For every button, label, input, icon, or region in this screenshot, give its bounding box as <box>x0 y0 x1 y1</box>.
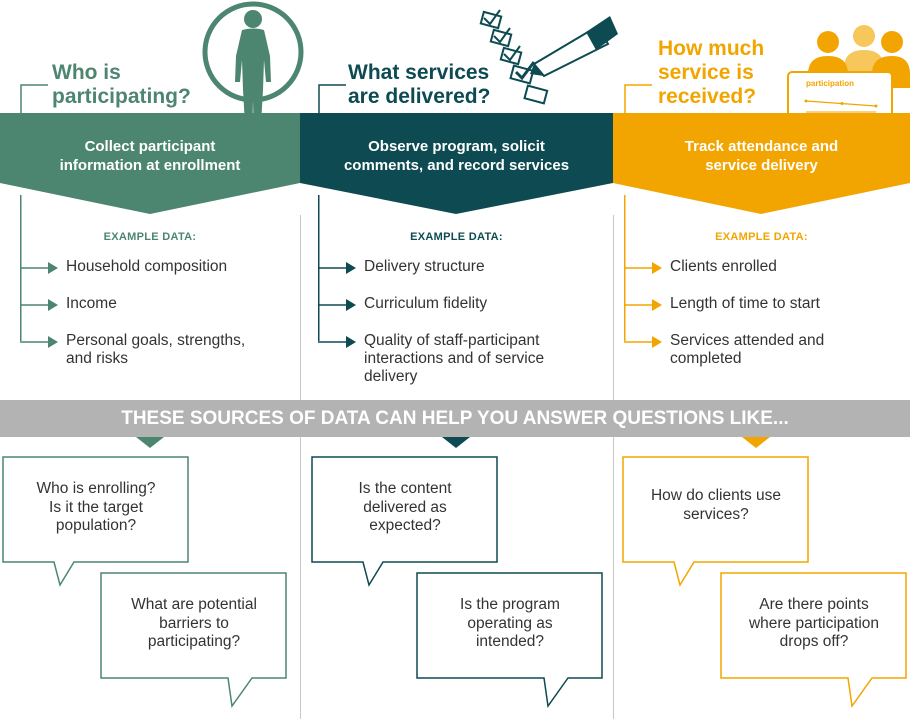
question-bubble: What are potential barriers to participa… <box>100 572 288 708</box>
question-bubble: Who is enrolling? Is it the target popul… <box>2 456 190 587</box>
bar-pointer-2 <box>442 437 470 448</box>
arrow-icon <box>318 299 356 311</box>
list-item: Personal goals, strengths, and risks <box>20 332 245 368</box>
question-text: Who is enrolling? Is it the target popul… <box>36 480 156 534</box>
column-divider-2 <box>613 215 614 400</box>
arrow-icon <box>624 299 662 311</box>
list-item: Curriculum fidelity <box>318 295 487 313</box>
banner-shape-3 <box>613 113 910 214</box>
list-item: Delivery structure <box>318 258 485 276</box>
question-text: Are there points where participation dro… <box>748 596 880 650</box>
arrow-icon <box>20 299 58 311</box>
group-presentation-icon: participation <box>787 25 910 123</box>
list-item: Length of time to start <box>624 295 820 313</box>
arrow-icon <box>318 262 356 274</box>
list-item-text: Delivery structure <box>364 258 485 275</box>
bar-pointer-1 <box>136 437 164 448</box>
list-item: Income <box>20 295 117 313</box>
column-divider-4 <box>613 437 614 719</box>
title-bracket-3 <box>624 84 652 114</box>
column-title-what: What services are delivered? <box>348 61 491 108</box>
list-item-text: Income <box>66 295 117 312</box>
question-bubble: Are there points where participation dro… <box>720 572 908 708</box>
questions-banner: THESE SOURCES OF DATA CAN HELP YOU ANSWE… <box>0 400 910 437</box>
participation-icon-label: participation <box>806 79 854 88</box>
title-bracket-1 <box>20 84 48 114</box>
column-title-who: Who is participating? <box>52 61 191 108</box>
title-bracket-2 <box>318 84 346 114</box>
banner-text-1: Collect participant information at enrol… <box>59 138 241 174</box>
banner-text-3: Track attendance and service delivery <box>684 138 839 174</box>
question-text: How do clients use services? <box>650 487 782 523</box>
example-data-label-3: EXAMPLE DATA: <box>715 231 808 243</box>
arrow-icon <box>20 262 58 274</box>
question-bubble: Is the content delivered as expected? <box>311 456 499 587</box>
column-divider-1 <box>300 215 301 400</box>
list-item: Quality of staff-participant interaction… <box>318 332 544 386</box>
list-item: Household composition <box>20 258 227 276</box>
banner-text-2: Observe program, solicit comments, and r… <box>343 138 570 174</box>
arrow-icon <box>624 336 662 348</box>
question-bubble: How do clients use services? <box>622 456 810 587</box>
bubble-outline <box>720 572 907 708</box>
question-text: What are potential barriers to participa… <box>131 596 257 650</box>
bubble-outline <box>622 456 809 587</box>
list-item-text: Household composition <box>66 258 228 275</box>
banner-shape-1 <box>0 113 300 214</box>
bubble-outline <box>311 456 498 587</box>
arrow-icon <box>624 262 662 274</box>
bubble-outline <box>416 572 603 708</box>
list-item-text: Services attended and completed <box>670 332 825 367</box>
list-item: Services attended and completed <box>624 332 824 368</box>
banner-shape-2 <box>300 113 613 214</box>
checklist-pencil-icon <box>479 9 618 105</box>
list-item-text: Quality of staff-participant interaction… <box>364 332 545 385</box>
question-bubble: Is the program operating as intended? <box>416 572 604 708</box>
example-data-label-1: EXAMPLE DATA: <box>103 231 197 243</box>
bubble-outline <box>2 456 189 587</box>
list-item-text: Length of time to start <box>670 295 820 312</box>
list-item-text: Clients enrolled <box>670 258 777 275</box>
example-data-label-2: EXAMPLE DATA: <box>410 231 503 243</box>
bar-pointer-3 <box>742 437 770 448</box>
column-divider-3 <box>300 437 301 719</box>
list-item: Clients enrolled <box>624 258 777 276</box>
arrow-icon <box>20 336 58 348</box>
person-icon <box>202 1 304 142</box>
column-title-how-much: How much service is received? <box>658 37 765 108</box>
arrow-icon <box>318 336 356 348</box>
list-item-text: Curriculum fidelity <box>364 295 488 312</box>
list-item-text: Personal goals, strengths, and risks <box>66 332 246 367</box>
question-text: Is the program operating as intended? <box>460 596 560 650</box>
bubble-outline <box>100 572 287 708</box>
question-text: Is the content delivered as expected? <box>358 480 452 534</box>
